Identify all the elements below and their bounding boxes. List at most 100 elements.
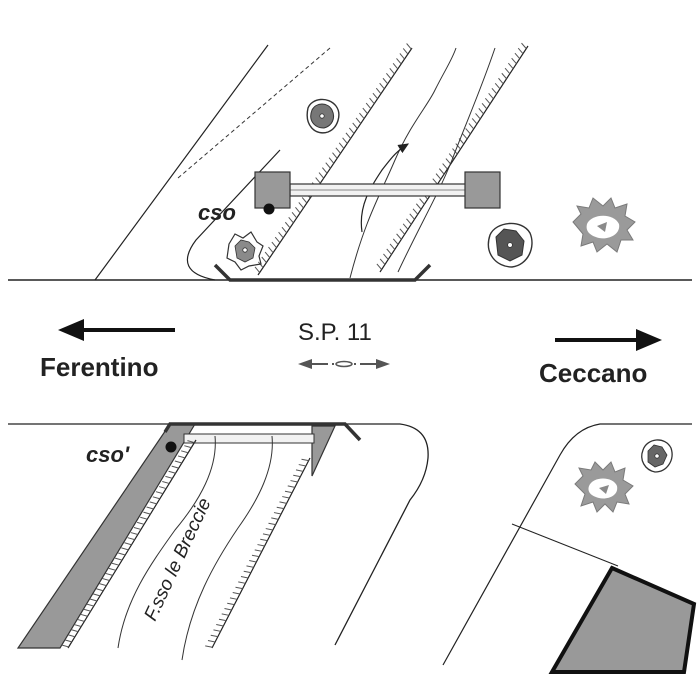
bank-hatch [438, 168, 445, 175]
tree-icon [641, 439, 673, 473]
bank-hatch [271, 241, 277, 249]
bank-hatch [158, 486, 167, 490]
bank-hatch [301, 197, 308, 204]
bank-hatch [92, 593, 101, 597]
bank-hatch [328, 157, 335, 164]
channel-wall-east [311, 425, 336, 477]
bank-hatch [61, 644, 69, 648]
bank-hatch [409, 213, 415, 220]
bank-hatch [379, 258, 386, 265]
bank-hatch [468, 123, 475, 130]
flow-arrow-icon [360, 143, 410, 233]
tree-icon [572, 197, 636, 253]
bank-hatch [213, 629, 221, 632]
bank-hatch [386, 72, 392, 80]
bank-hatch [210, 634, 218, 638]
bank-hatch [108, 567, 116, 571]
double-arrow-icon [298, 359, 390, 369]
bank-hatch [254, 549, 262, 552]
bank-hatch [260, 538, 268, 542]
bank-hatch [399, 228, 406, 235]
road-edge-south [8, 423, 429, 646]
bank-hatch [318, 172, 325, 179]
bank-hatch [517, 47, 524, 54]
bank-hatch [301, 458, 309, 462]
bank-hatch [365, 102, 372, 109]
bank-hatch [375, 87, 382, 95]
bank-hatch [64, 639, 72, 643]
north-block: cso [8, 42, 692, 282]
arrow-left-icon [58, 319, 175, 341]
bank-hatch [136, 521, 145, 525]
bank-hatch [77, 618, 85, 622]
bank-hatch [406, 43, 412, 50]
bank-hatch [419, 198, 425, 205]
bank-hatch [338, 142, 345, 149]
bank-hatch [268, 246, 274, 253]
bank-hatch [514, 52, 521, 59]
cso-prime-label: cso' [86, 442, 130, 467]
bank-hatch [171, 465, 179, 469]
bank-hatch [461, 133, 468, 140]
ceccano-label: Ceccano [539, 358, 647, 388]
bank-hatch [143, 511, 151, 515]
bank-hatch [74, 624, 82, 627]
bank-hatch [251, 554, 260, 558]
abutment-east [464, 171, 501, 209]
bank-hatch [262, 533, 271, 536]
bank-hatch [130, 532, 138, 536]
bank-hatch [246, 565, 254, 568]
bank-hatch [168, 470, 176, 474]
bank-hatch [121, 547, 129, 551]
bank-hatch [290, 480, 298, 483]
building [548, 565, 697, 674]
bank-hatch [471, 118, 478, 125]
bank-hatch [402, 223, 409, 230]
bank-hatch [399, 53, 405, 60]
road-section: Ferentino Ceccano S.P. 11 [40, 319, 662, 388]
bank-hatch [221, 613, 229, 616]
bank-hatch [287, 485, 295, 488]
tree-icon [226, 231, 264, 271]
bank-hatch [332, 152, 338, 159]
bank-hatch [507, 62, 514, 70]
bank-hatch [521, 42, 527, 49]
bank-hatch [382, 77, 389, 85]
bank-hatch [293, 474, 301, 478]
bank-hatch [243, 570, 251, 574]
bank-hatch [111, 562, 120, 566]
bank-hatch [146, 506, 154, 510]
bank-hatch [432, 178, 438, 185]
bank-hatch [281, 226, 288, 234]
bank-hatch [271, 517, 279, 520]
bank-hatch [180, 450, 189, 454]
south-block: F.sso le Breccie cso' [8, 422, 697, 674]
tree-icon [574, 461, 634, 513]
bank-hatch [162, 480, 170, 484]
bank-hatch [284, 221, 291, 229]
bank-hatch [478, 108, 484, 115]
bank-hatch [89, 598, 98, 602]
bank-hatch [494, 82, 501, 90]
bank-hatch [70, 629, 79, 633]
bank-hatch [348, 127, 355, 134]
parcel-boundary-east [442, 423, 692, 666]
parcel-corner [186, 149, 281, 281]
bank-hatch [118, 552, 126, 556]
parcel-boundary-dashed [177, 47, 331, 179]
bank-hatch [224, 608, 232, 611]
bank-hatch [155, 491, 164, 495]
bank-hatch [389, 243, 396, 250]
bank-hatch [229, 597, 238, 600]
bank-hatch [396, 233, 402, 240]
bank-hatch [298, 202, 304, 209]
bank-hatch [114, 557, 123, 561]
bank-hatch [205, 645, 213, 648]
bank-hatch [362, 107, 368, 114]
stream-bank-west-south [67, 439, 197, 649]
bank-hatch [274, 236, 281, 244]
bank-hatch [435, 173, 442, 180]
stream-bank-east-south [211, 457, 311, 649]
